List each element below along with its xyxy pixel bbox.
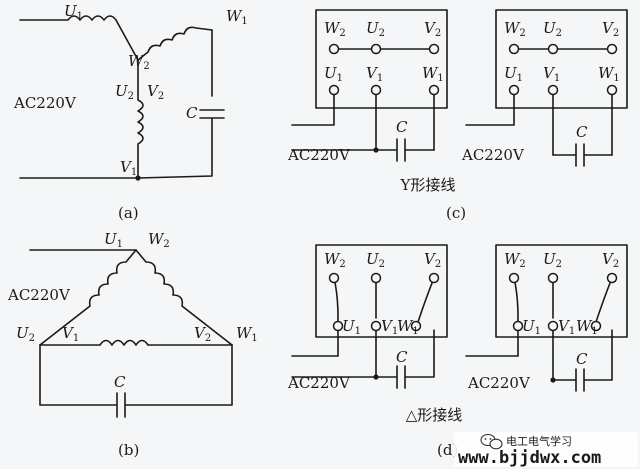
svg-text:W2: W2 bbox=[324, 250, 346, 270]
junction-dots bbox=[373, 147, 556, 383]
svg-text:U2: U2 bbox=[543, 250, 562, 270]
watermark-account: 电工电气学习 bbox=[506, 434, 572, 448]
caption-y-wiring: Y形接线 bbox=[400, 176, 456, 194]
caption-delta-wiring: △形接线 bbox=[406, 406, 463, 424]
label-u2-b: U2 bbox=[16, 324, 35, 344]
delta-box-left-labels: W2 U2 V2 U1 V1 W1 C AC220V bbox=[287, 250, 441, 392]
star-circuit bbox=[19, 15, 225, 179]
svg-text:W2: W2 bbox=[324, 19, 346, 39]
label-capacitor-b: C bbox=[114, 373, 126, 391]
svg-text:AC220V: AC220V bbox=[287, 374, 351, 392]
svg-text:V2: V2 bbox=[424, 19, 441, 39]
svg-text:W1: W1 bbox=[422, 64, 444, 84]
svg-text:C: C bbox=[576, 350, 588, 368]
svg-text:W2: W2 bbox=[504, 19, 526, 39]
svg-text:V1: V1 bbox=[381, 317, 398, 337]
svg-text:AC220V: AC220V bbox=[461, 146, 525, 164]
y-box-left-labels: W2 U2 V2 U1 V1 W1 C AC220V bbox=[287, 19, 444, 164]
caption-d: (d) bbox=[437, 441, 458, 459]
watermark-url: www.bjjdwx.com bbox=[458, 448, 601, 468]
svg-text:C: C bbox=[576, 123, 588, 141]
svg-text:U1: U1 bbox=[324, 64, 343, 84]
label-v1-b: V1 bbox=[62, 324, 79, 344]
svg-text:V1: V1 bbox=[543, 64, 560, 84]
svg-text:V2: V2 bbox=[602, 250, 619, 270]
caption-b: (b) bbox=[118, 441, 139, 459]
svg-text:U2: U2 bbox=[366, 250, 385, 270]
label-w2-b: W2 bbox=[148, 230, 170, 250]
svg-text:AC220V: AC220V bbox=[467, 374, 531, 392]
label-v1-a: V1 bbox=[120, 158, 137, 178]
label-u1-b: U1 bbox=[104, 230, 123, 250]
label-v2-b: V2 bbox=[194, 324, 211, 344]
label-w1-b: W1 bbox=[236, 324, 258, 344]
delta-circuit bbox=[29, 249, 233, 418]
label-capacitor-a: C bbox=[186, 104, 198, 122]
label-w1-a: W1 bbox=[226, 7, 248, 27]
wechat-icon bbox=[480, 433, 503, 450]
label-u2-a: U2 bbox=[115, 82, 134, 102]
svg-text:C: C bbox=[396, 118, 408, 136]
svg-text:V1: V1 bbox=[558, 317, 575, 337]
label-ac220v-a: AC220V bbox=[13, 94, 77, 112]
label-v2-a: V2 bbox=[147, 82, 164, 102]
svg-text:W1: W1 bbox=[576, 317, 598, 337]
y-terminal-box-right bbox=[465, 9, 628, 167]
label-ac220v-b: AC220V bbox=[7, 286, 71, 304]
terminal-points bbox=[328, 43, 618, 332]
delta-box-right-labels: W2 U2 V2 U1 V1 W1 C AC220V bbox=[467, 250, 619, 392]
svg-text:V1: V1 bbox=[366, 64, 383, 84]
svg-text:U2: U2 bbox=[366, 19, 385, 39]
label-w2-a: W2 bbox=[128, 52, 150, 72]
svg-text:U1: U1 bbox=[522, 317, 541, 337]
svg-text:W1: W1 bbox=[397, 317, 419, 337]
svg-text:W1: W1 bbox=[598, 64, 620, 84]
y-box-right-labels: W2 U2 V2 U1 V1 W1 C AC220V bbox=[461, 19, 620, 164]
svg-text:U1: U1 bbox=[342, 317, 361, 337]
caption-a: (a) bbox=[118, 204, 139, 222]
svg-text:V2: V2 bbox=[602, 19, 619, 39]
label-u1-a: U1 bbox=[64, 2, 83, 22]
svg-text:C: C bbox=[396, 348, 408, 366]
caption-c: (c) bbox=[446, 204, 466, 222]
svg-text:U1: U1 bbox=[504, 64, 523, 84]
svg-text:U2: U2 bbox=[543, 19, 562, 39]
svg-text:V2: V2 bbox=[424, 250, 441, 270]
y-terminal-box-left bbox=[291, 9, 448, 162]
svg-text:W2: W2 bbox=[504, 250, 526, 270]
svg-text:AC220V: AC220V bbox=[287, 146, 351, 164]
